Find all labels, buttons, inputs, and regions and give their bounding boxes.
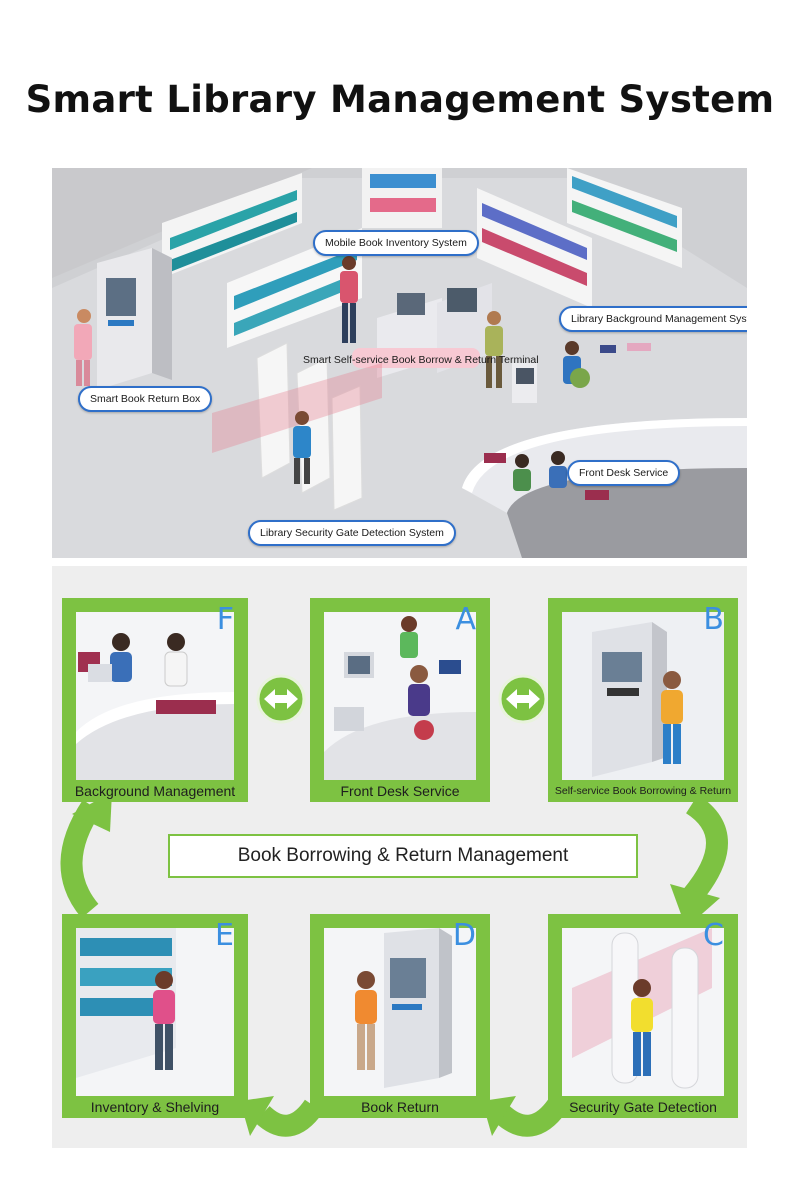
label-self-service-terminal: Smart Self-service Book Borrow & Return … <box>303 354 539 366</box>
panel-illustration <box>76 612 234 780</box>
library-scene-illustration: Mobile Book Inventory System Library Bac… <box>52 168 747 558</box>
center-label: Book Borrowing & Return Management <box>170 836 636 876</box>
panel-caption: Background Management <box>74 783 236 799</box>
panel-inventory-shelving: E Inventory & Shelving <box>62 914 248 1118</box>
bidirectional-arrow-icon <box>256 674 306 724</box>
panel-letter: A <box>455 602 476 637</box>
panel-book-return: D Book Return <box>310 914 490 1118</box>
panel-caption: Self-service Book Borrowing & Return <box>554 785 732 797</box>
panel-letter: D <box>452 918 476 953</box>
page-title: Smart Library Management System <box>25 78 775 121</box>
panel-letter: B <box>703 602 724 637</box>
center-label-box: Book Borrowing & Return Management <box>168 834 638 878</box>
panel-illustration <box>562 928 724 1096</box>
return-box-kiosk <box>97 248 172 390</box>
panel-front-desk-service: A Front Desk Service <box>310 598 490 802</box>
panel-letter: E <box>215 918 234 953</box>
panel-illustration <box>324 612 476 780</box>
callout-mobile-inventory: Mobile Book Inventory System <box>313 230 479 256</box>
bookshelf-back <box>162 168 682 348</box>
callout-return-box: Smart Book Return Box <box>78 386 213 412</box>
panel-illustration <box>562 612 724 780</box>
panel-illustration <box>324 928 476 1096</box>
panel-letter: F <box>216 602 234 637</box>
panel-caption: Book Return <box>361 1099 439 1115</box>
panel-letter: C <box>703 918 724 953</box>
bidirectional-arrow-icon <box>498 674 548 724</box>
panel-caption: Security Gate Detection <box>569 1099 717 1115</box>
callout-front-desk: Front Desk Service <box>567 460 681 486</box>
panel-security-gate: C Security Gate Detection <box>548 914 738 1118</box>
callout-security-gate: Library Security Gate Detection System <box>248 520 456 546</box>
security-gate-panels <box>212 342 382 511</box>
panel-background-management: F Background Management <box>62 598 248 802</box>
panel-caption: Front Desk Service <box>340 783 460 799</box>
management-flow-diagram: F Background Management A Front Desk Ser… <box>52 566 747 1148</box>
callout-background-management: Library Background Management System <box>559 306 747 332</box>
panel-self-service: B Self-service Book Borrowing & Return <box>548 598 738 802</box>
panel-caption: Inventory & Shelving <box>90 1099 220 1115</box>
panel-illustration <box>76 928 234 1096</box>
